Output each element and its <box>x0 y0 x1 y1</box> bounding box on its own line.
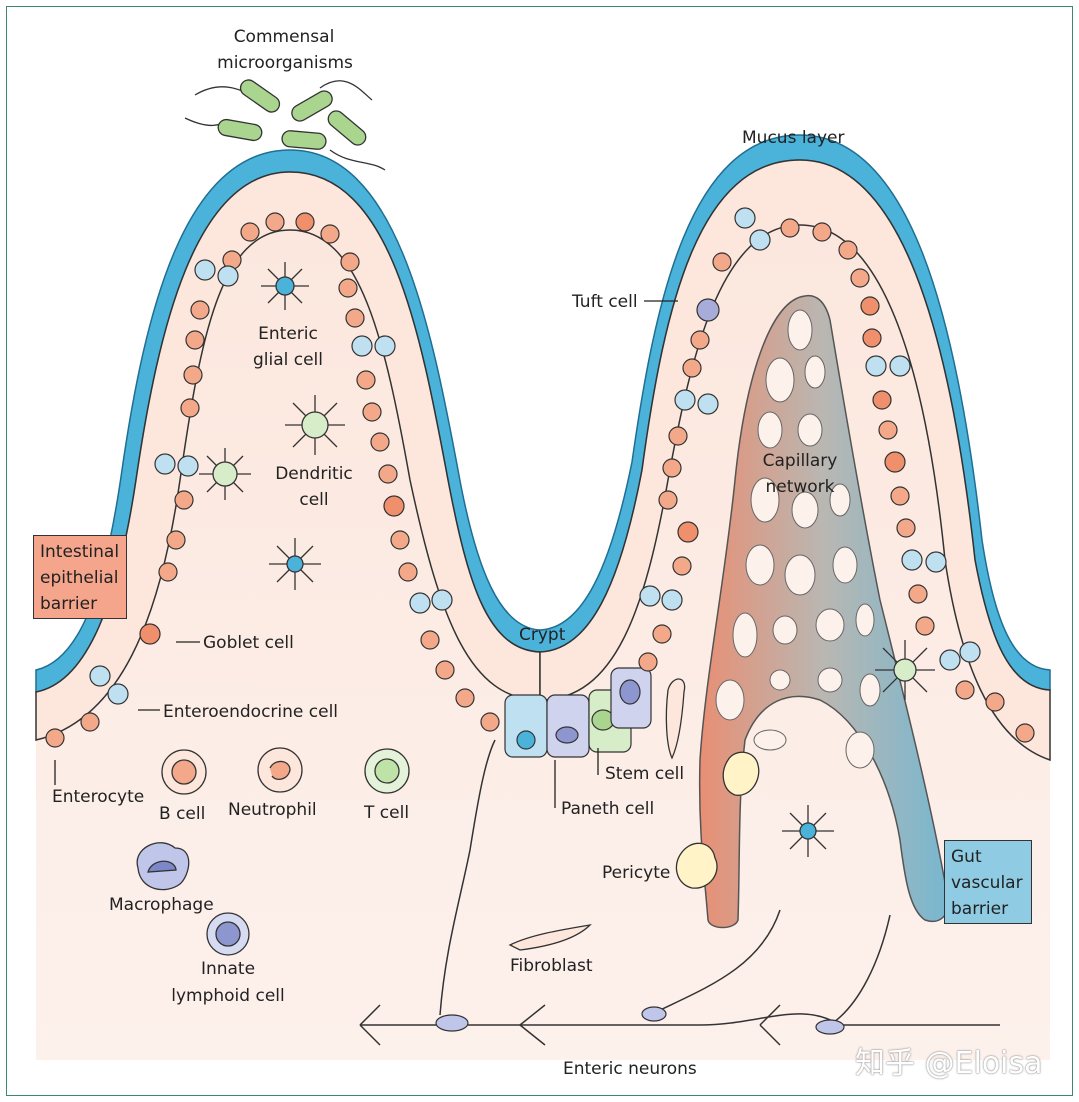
label-fibroblast: Fibroblast <box>510 956 593 976</box>
epithelial-cells-left <box>45 212 500 748</box>
label-commensal: Commensal <box>233 27 335 47</box>
fibroblast <box>508 924 592 951</box>
label-mucus-layer: Mucus layer <box>742 128 845 148</box>
glial-star-pericyte <box>782 805 834 857</box>
label-neutrophil: Neutrophil <box>228 800 317 820</box>
label-enterocyte: Enterocyte <box>52 787 145 807</box>
pericyte <box>675 751 760 889</box>
intestinal-barrier-line-3: barrier <box>40 594 98 614</box>
watermark: 知乎 @Eloisa <box>855 1046 1043 1081</box>
label-enteric-glial-1: Enteric <box>258 324 318 344</box>
label-macrophage: Macrophage <box>109 895 214 915</box>
innate-lymphoid-cell <box>206 912 250 956</box>
label-tuft-cell: Tuft cell <box>572 292 638 312</box>
label-crypt: Crypt <box>519 625 566 645</box>
intestinal-barrier-line-2: epithelial <box>40 568 119 588</box>
label-enteroendocrine-cell: Enteroendocrine cell <box>163 702 339 722</box>
label-capillary-2: network <box>765 477 835 497</box>
label-enteric-glial-2: glial cell <box>252 350 324 370</box>
label-dendritic-2: cell <box>299 490 329 510</box>
dendritic-cell-right <box>875 640 935 700</box>
leader-lines <box>54 300 678 808</box>
vascular-barrier-line-3: barrier <box>951 899 1009 919</box>
commensal-microorganisms <box>184 79 386 171</box>
label-t-cell: T cell <box>364 803 410 823</box>
intestinal-epithelial-barrier-box: Intestinal epithelial barrier <box>33 535 127 619</box>
vascular-barrier-line-1: Gut <box>951 847 982 867</box>
label-innate-2: lymphoid cell <box>171 986 285 1006</box>
macrophage <box>136 842 190 891</box>
enteric-glial-cell <box>261 262 309 310</box>
figure-frame <box>6 6 1073 1096</box>
intestinal-barrier-line-1: Intestinal <box>40 542 120 562</box>
neutrophil <box>257 747 303 793</box>
neuron-bodies <box>435 1006 845 1035</box>
capillary-holes <box>715 309 881 769</box>
vascular-barrier-line-2: vascular <box>951 873 1023 893</box>
label-paneth-cell: Paneth cell <box>561 799 655 819</box>
label-innate-1: Innate <box>200 959 256 979</box>
t-cell <box>364 748 410 794</box>
label-microorganisms: microorganisms <box>217 53 353 73</box>
label-b-cell: B cell <box>159 804 206 824</box>
label-pericyte: Pericyte <box>602 863 671 883</box>
label-capillary-1: Capillary <box>762 451 838 471</box>
b-cell <box>161 749 207 795</box>
label-dendritic-1: Dendritic <box>275 464 353 484</box>
epithelial-cells-right <box>638 207 1035 743</box>
crypt-base-cells <box>504 667 652 758</box>
dendritic-cell-lower <box>199 448 251 500</box>
immune-cells <box>136 262 935 956</box>
fibroblast-small <box>665 678 686 760</box>
gut-vascular-barrier-box: Gut vascular barrier <box>944 840 1032 924</box>
label-enteric-neurons: Enteric neurons <box>563 1059 697 1079</box>
dendritic-cell-upper <box>285 395 345 455</box>
label-stem-cell: Stem cell <box>605 764 685 784</box>
glial-star-small <box>269 538 321 590</box>
label-goblet-cell: Goblet cell <box>203 633 294 653</box>
